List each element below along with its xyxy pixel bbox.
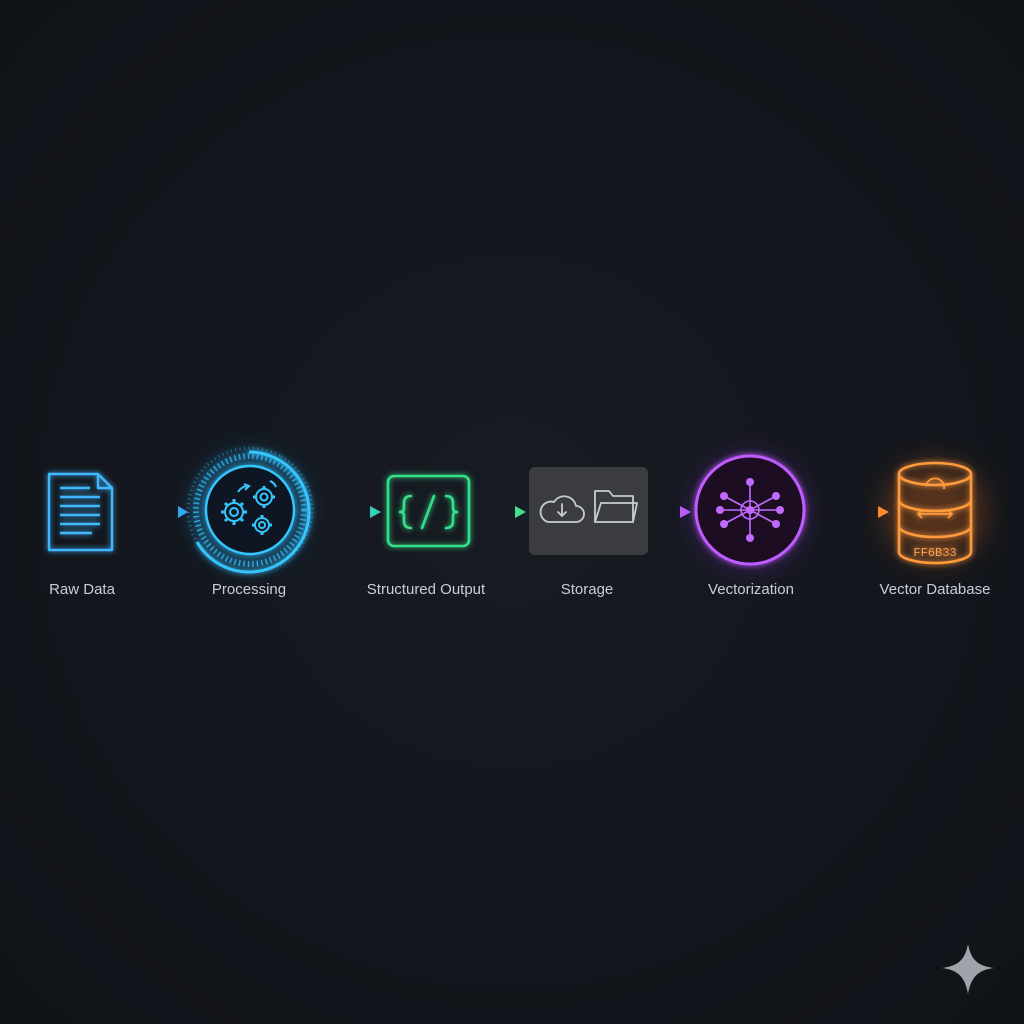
document-icon bbox=[47, 472, 114, 552]
code-braces-icon bbox=[386, 474, 471, 548]
sparkle-icon bbox=[942, 944, 994, 994]
gears-icon bbox=[186, 446, 314, 574]
database-icon: FF6B33 bbox=[897, 461, 973, 565]
connector-processing-to-structured bbox=[312, 506, 381, 518]
stage-label-processing: Processing bbox=[211, 581, 287, 598]
stage-label-storage: Storage bbox=[560, 581, 614, 598]
connector-vectorization-to-database bbox=[806, 506, 889, 518]
stage-label-vector-database: Vector Database bbox=[879, 581, 991, 598]
network-node-icon bbox=[694, 454, 806, 566]
connector-structured-to-storage bbox=[471, 506, 526, 518]
stage-label-raw-data: Raw Data bbox=[49, 581, 115, 598]
cloud-folder-icon bbox=[529, 467, 648, 555]
stage-label-vectorization: Vectorization bbox=[708, 581, 794, 598]
connector-raw-to-processing bbox=[114, 506, 188, 518]
connector-storage-to-vectorization bbox=[649, 506, 691, 518]
stage-label-structured-output: Structured Output bbox=[366, 581, 486, 598]
database-code-text: FF6B33 bbox=[913, 546, 956, 560]
